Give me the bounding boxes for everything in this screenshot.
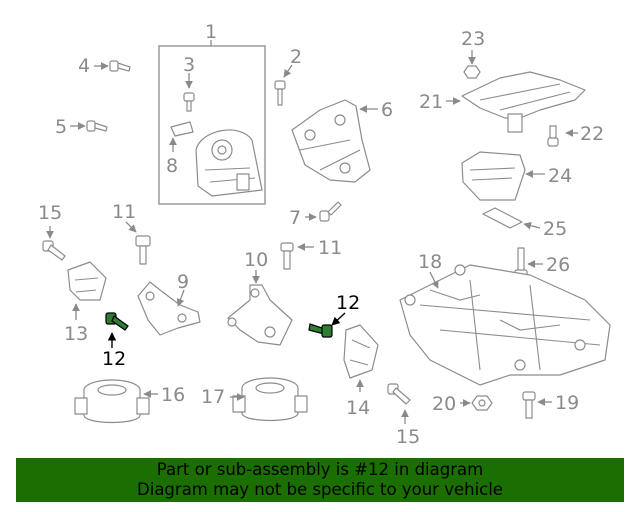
- callout-3: 3: [183, 54, 195, 76]
- part-5-bolt: [70, 120, 108, 132]
- part-23-nut: [463, 50, 481, 79]
- part-22-bolt: [547, 125, 578, 147]
- callout-21: 21: [419, 91, 443, 113]
- part-10-bracket: [227, 270, 293, 346]
- callout-15-upper: 15: [38, 202, 62, 224]
- callout-18: 18: [418, 251, 442, 273]
- part-11-bolt-left: [125, 221, 151, 265]
- part-4-bolt: [94, 60, 131, 72]
- part-7-bolt: [305, 201, 342, 222]
- callout-8: 8: [166, 155, 178, 177]
- callout-24: 24: [548, 165, 572, 187]
- callout-19: 19: [555, 392, 579, 414]
- part-2-bolt: [274, 64, 293, 106]
- engine-mount-assembly: [195, 129, 263, 197]
- info-banner: Part or sub-assembly is #12 in diagram D…: [16, 458, 624, 502]
- callout-5: 5: [55, 116, 67, 138]
- part-9-bracket: [137, 281, 201, 336]
- part-8-clip: [169, 121, 194, 152]
- part-14-bracket: [343, 324, 379, 392]
- callout-10: 10: [244, 249, 268, 271]
- part-16-mount: [74, 379, 158, 424]
- part-6-bracket: [291, 99, 378, 183]
- callout-12-left: 12: [102, 348, 126, 370]
- callout-26: 26: [546, 254, 570, 276]
- part-15-bolt-lower: [387, 383, 411, 424]
- part-24-cover: [461, 151, 545, 201]
- part-15-bolt-upper: [42, 226, 66, 261]
- part-13-shield: [67, 261, 107, 320]
- callout-6: 6: [381, 99, 393, 121]
- callout-20: 20: [432, 393, 456, 415]
- callout-15-lower: 15: [396, 426, 420, 448]
- callout-4: 4: [78, 55, 90, 77]
- callout-7: 7: [289, 207, 301, 229]
- callout-22: 22: [580, 123, 604, 145]
- callout-17: 17: [201, 386, 225, 408]
- callout-9: 9: [177, 271, 189, 293]
- part-12-bolt-left: [105, 312, 129, 348]
- part-3-bolt: [183, 73, 195, 112]
- callout-23: 23: [461, 28, 485, 50]
- assembly-1-box: [158, 40, 266, 205]
- callout-14: 14: [346, 397, 370, 419]
- banner-line-2: Diagram may not be specific to your vehi…: [137, 480, 503, 499]
- callout-16: 16: [161, 384, 185, 406]
- callout-11-center: 11: [318, 237, 342, 259]
- part-17-mount: [230, 377, 308, 422]
- part-18-subframe: [399, 264, 611, 386]
- part-12-bolt-right: [308, 312, 346, 338]
- callout-12-right: 12: [336, 292, 360, 314]
- part-19-bolt: [522, 391, 552, 419]
- part-11-bolt-center: [280, 242, 314, 270]
- callout-13: 13: [64, 323, 88, 345]
- part-20-nut: [460, 395, 493, 411]
- callout-2: 2: [290, 46, 302, 68]
- callout-25: 25: [543, 218, 567, 240]
- callout-11-left: 11: [112, 201, 136, 223]
- part-25-pad: [482, 207, 541, 230]
- banner-line-1: Part or sub-assembly is #12 in diagram: [156, 460, 484, 479]
- parts-diagram: 1 2 3 4 5 6 7 8 9 10 11 11 12 12 13 14 1…: [38, 21, 611, 448]
- part-21-bracket: [446, 71, 586, 133]
- callout-1: 1: [205, 21, 217, 43]
